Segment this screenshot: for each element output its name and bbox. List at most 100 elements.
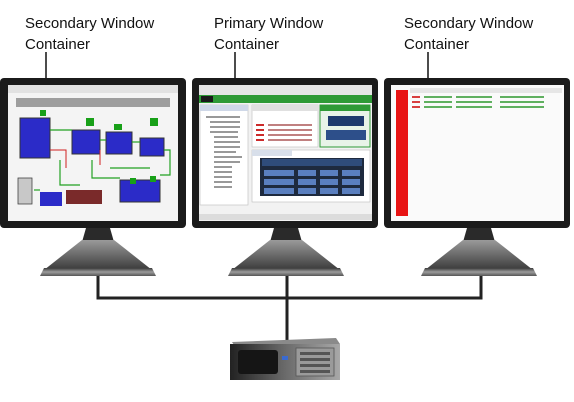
monitor-base bbox=[40, 268, 156, 276]
alarm-sidebar bbox=[396, 90, 408, 216]
flow-cell bbox=[298, 179, 316, 185]
tree-panel bbox=[199, 104, 249, 206]
monitor-stand bbox=[44, 240, 152, 270]
drive-slot bbox=[300, 352, 330, 355]
plant-schematic bbox=[17, 110, 165, 206]
valve bbox=[130, 178, 136, 184]
flow-cell bbox=[264, 179, 294, 185]
tank bbox=[71, 129, 101, 155]
pipe bbox=[50, 149, 67, 168]
secondary-window-label-right: Secondary Window Container bbox=[404, 13, 533, 55]
label-line: Container bbox=[404, 36, 470, 53]
connection-line bbox=[96, 268, 483, 300]
window-titlebar bbox=[8, 85, 178, 93]
flow-cell bbox=[320, 170, 338, 176]
tree-item bbox=[210, 126, 240, 128]
alarm-entry bbox=[412, 106, 420, 108]
label-line: Secondary Window bbox=[404, 15, 534, 32]
monitor-base bbox=[228, 268, 344, 276]
flow-cell bbox=[342, 170, 360, 176]
tree-item bbox=[210, 131, 238, 133]
alarm-entry bbox=[456, 101, 492, 103]
ribbon bbox=[199, 95, 372, 103]
alarm-entry bbox=[424, 96, 452, 98]
flow-cell bbox=[320, 188, 338, 194]
alarm-row bbox=[256, 129, 264, 131]
monitor-screen bbox=[391, 85, 564, 221]
tree-item bbox=[214, 151, 236, 153]
left-monitor bbox=[0, 78, 186, 276]
alarm-row bbox=[256, 124, 264, 126]
flow-cell bbox=[264, 170, 294, 176]
silo bbox=[17, 177, 33, 205]
primary-window-label: Primary Window Container bbox=[214, 13, 323, 55]
flow-cell bbox=[320, 179, 338, 185]
basin bbox=[66, 190, 102, 204]
monitor-neck bbox=[463, 228, 495, 242]
title-strip bbox=[199, 85, 372, 95]
drive-slots bbox=[300, 352, 330, 373]
tank bbox=[139, 137, 165, 157]
flow-tab bbox=[252, 150, 292, 156]
monitor-neck bbox=[82, 228, 114, 242]
file-tab bbox=[201, 96, 213, 102]
alarm-entry bbox=[424, 101, 452, 103]
right-monitor bbox=[384, 78, 570, 276]
tree-item bbox=[214, 176, 232, 178]
value-box bbox=[326, 130, 366, 140]
alarm-row bbox=[268, 124, 312, 126]
alarm-tab bbox=[252, 105, 318, 111]
tree-item bbox=[214, 171, 232, 173]
list-header bbox=[410, 88, 562, 93]
server-front-panel bbox=[238, 350, 278, 374]
label-line: Container bbox=[25, 36, 91, 53]
alarm-list bbox=[412, 96, 544, 108]
flow-cell bbox=[298, 188, 316, 194]
flow-summary-title bbox=[262, 159, 362, 166]
drive-slot bbox=[300, 370, 330, 373]
tree-header bbox=[200, 105, 248, 111]
pipe bbox=[91, 160, 120, 179]
connection-lines bbox=[96, 268, 483, 340]
alarm-row bbox=[268, 139, 312, 141]
tree-item bbox=[214, 136, 238, 138]
status-light bbox=[282, 356, 288, 360]
flow-cell bbox=[342, 188, 360, 194]
tree-item bbox=[214, 186, 232, 188]
server-unit bbox=[230, 338, 340, 380]
secondary-window-label-left: Secondary Window Container bbox=[25, 13, 154, 55]
tree-item bbox=[214, 181, 232, 183]
tree-item bbox=[206, 116, 240, 118]
alarm-entry bbox=[500, 101, 544, 103]
tree-item bbox=[214, 161, 240, 163]
flow-cell bbox=[342, 179, 360, 185]
valve bbox=[150, 118, 158, 126]
label-line: Secondary Window bbox=[25, 15, 155, 32]
alarm-entry bbox=[424, 106, 452, 108]
tank bbox=[19, 117, 51, 159]
drive-slot bbox=[300, 364, 330, 367]
monitor-stand bbox=[232, 240, 340, 270]
tank bbox=[105, 131, 133, 155]
monitor-stand bbox=[425, 240, 533, 270]
label-line: Container bbox=[214, 36, 280, 53]
middle-monitor bbox=[192, 78, 378, 276]
monitor-base bbox=[421, 268, 537, 276]
alarm-row bbox=[268, 134, 312, 136]
status-bar bbox=[199, 214, 372, 220]
alarm-entry bbox=[412, 96, 420, 98]
valve bbox=[114, 124, 122, 130]
value-panel-header bbox=[320, 105, 370, 111]
pipes bbox=[34, 129, 171, 191]
valve bbox=[86, 118, 94, 126]
alarm-entry bbox=[412, 101, 420, 103]
alarm-row bbox=[256, 139, 264, 141]
alarm-rows bbox=[256, 124, 264, 141]
tree-item bbox=[214, 141, 240, 143]
alarm-entry bbox=[500, 96, 544, 98]
flow-cell bbox=[298, 170, 316, 176]
alarm-row bbox=[256, 134, 264, 136]
tree-item bbox=[214, 166, 232, 168]
banner-bar bbox=[16, 98, 170, 107]
